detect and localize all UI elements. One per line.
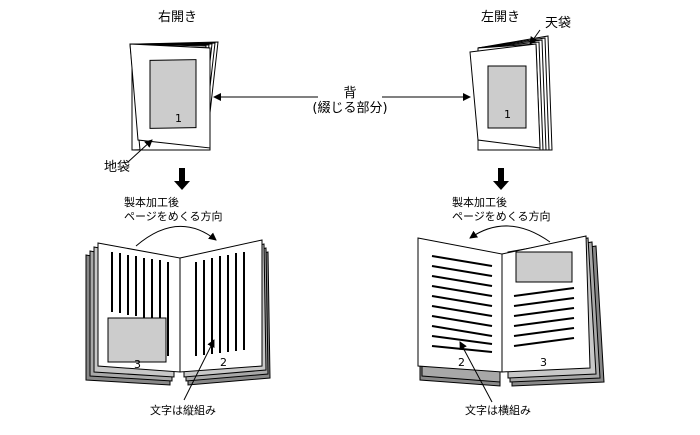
right-open-turn-arrow <box>135 226 217 247</box>
left-open-process-line2: ページをめくる方向 <box>452 210 551 223</box>
right-open-right-page-number: 2 <box>220 356 227 369</box>
right-open-process-line2: ページをめくる方向 <box>124 210 223 223</box>
right-open-gray-block <box>107 317 167 363</box>
right-open-text-pointer <box>183 339 215 401</box>
left-open-open-book <box>417 225 605 403</box>
top-gusset-pointer <box>529 29 541 45</box>
left-open-right-page-number: 3 <box>540 356 547 369</box>
right-open-text-direction: 文字は縦組み <box>150 404 216 417</box>
down-arrow-left <box>174 168 190 190</box>
left-open-gray-block <box>515 251 573 283</box>
left-open-cover-image <box>487 65 527 129</box>
right-open-closed-book <box>129 41 219 151</box>
left-open-left-page-number: 2 <box>458 356 465 369</box>
left-open-right-text-lines <box>513 287 575 347</box>
left-open-left-text-lines <box>431 255 493 353</box>
left-open-process-line1: 製本加工後 <box>452 196 507 209</box>
down-arrow-right <box>493 168 509 190</box>
left-open-turn-arrow <box>469 225 551 243</box>
right-open-cover-page-number: 1 <box>175 112 182 125</box>
right-open-cover-image <box>149 59 197 129</box>
spine-sub-label: (綴じる部分) <box>312 101 388 116</box>
left-open-closed-book <box>469 35 553 151</box>
right-open-title: 右開き <box>158 10 198 25</box>
spine-label: 背 <box>343 86 357 101</box>
top-gusset-label: 天袋 <box>545 16 572 31</box>
right-open-open-book <box>85 226 271 401</box>
left-open-title: 左開き <box>481 10 521 25</box>
left-open-cover-page-number: 1 <box>504 108 511 121</box>
bottom-gusset-pointer <box>127 139 153 163</box>
right-open-process-line1: 製本加工後 <box>124 196 179 209</box>
right-open-left-page-number: 3 <box>134 358 141 371</box>
right-open-left-text-lines <box>111 252 169 356</box>
bottom-gusset-label: 地袋 <box>104 160 131 175</box>
left-open-text-pointer <box>459 341 493 403</box>
right-open-right-text-lines <box>195 252 245 356</box>
left-open-text-direction: 文字は横組み <box>465 404 531 417</box>
